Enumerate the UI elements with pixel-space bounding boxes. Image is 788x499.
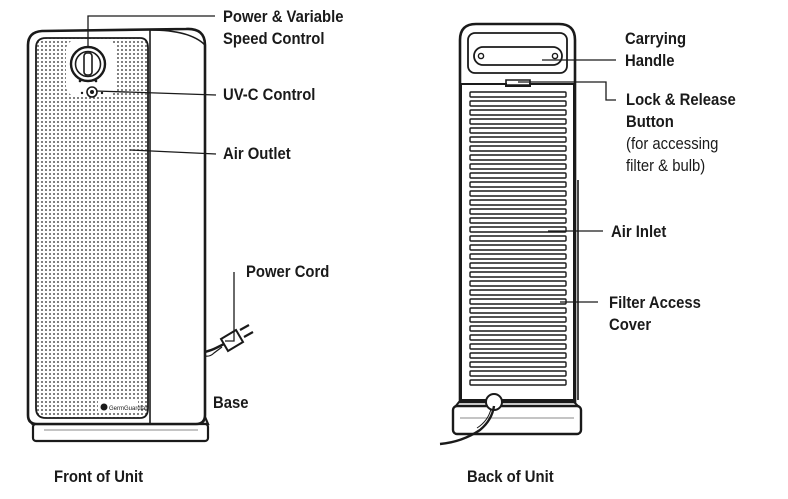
inlet-slot xyxy=(469,289,567,296)
filter-access-cover xyxy=(460,83,575,401)
inlet-slot xyxy=(469,172,567,179)
plug-icon xyxy=(219,324,254,353)
inlet-slot xyxy=(469,127,567,134)
inlet-slot xyxy=(469,316,567,323)
label-air-inlet: Air Inlet xyxy=(611,223,667,241)
inlet-slot xyxy=(469,271,567,278)
label-power-speed-line1: Power & Variable xyxy=(223,8,344,26)
inlet-slot xyxy=(469,280,567,287)
air-outlet-grille xyxy=(35,37,149,419)
logo-badge: GermGuardian xyxy=(98,401,149,413)
inlet-slot xyxy=(469,208,567,215)
label-lock-release-button: Lock & Release Button (for accessing fil… xyxy=(626,89,736,177)
inlet-slot xyxy=(469,226,567,233)
label-power-speed-control: Power & Variable Speed Control xyxy=(223,6,344,50)
inlet-slot xyxy=(469,325,567,332)
inlet-slot xyxy=(469,370,567,377)
inlet-slot xyxy=(469,100,567,107)
inlet-slot xyxy=(469,181,567,188)
logo-text: GermGuardian xyxy=(109,406,149,412)
carrying-handle xyxy=(467,32,568,74)
uvc-button xyxy=(80,86,104,98)
inlet-slot xyxy=(469,352,567,359)
air-inlet-slots xyxy=(469,91,567,386)
label-power-cord: Power Cord xyxy=(246,263,330,281)
inlet-slot xyxy=(469,244,567,251)
label-base: Base xyxy=(213,394,249,412)
label-lock-note-line1: (for accessing xyxy=(626,135,719,153)
inlet-slot xyxy=(469,199,567,206)
inlet-slot xyxy=(469,136,567,143)
inlet-slot xyxy=(469,190,567,197)
label-filter-access-cover: Filter Access Cover xyxy=(609,292,701,336)
leader-lines xyxy=(87,15,616,342)
inlet-slot xyxy=(469,262,567,269)
label-lock-line1: Lock & Release xyxy=(626,91,736,109)
inlet-slot xyxy=(469,307,567,314)
inlet-slot xyxy=(469,145,567,152)
inlet-slot xyxy=(469,343,567,350)
control-knob xyxy=(66,40,116,96)
caption-front-of-unit: Front of Unit xyxy=(54,468,144,486)
label-lock-line2: Button xyxy=(626,113,674,131)
front-unit: GermGuardian xyxy=(26,27,254,443)
back-base xyxy=(451,401,583,436)
label-handle-line2: Handle xyxy=(625,52,675,70)
inlet-slot xyxy=(469,298,567,305)
label-handle-line1: Carrying xyxy=(625,30,687,48)
inlet-slot xyxy=(469,379,567,386)
label-lock-note-line2: filter & bulb) xyxy=(626,157,706,175)
label-filter-line1: Filter Access xyxy=(609,294,701,312)
inlet-slot xyxy=(469,361,567,368)
label-uvc-control: UV-C Control xyxy=(223,86,316,104)
inlet-slot xyxy=(469,235,567,242)
inlet-slot xyxy=(469,91,567,98)
caption-back-of-unit: Back of Unit xyxy=(467,468,554,486)
label-filter-line2: Cover xyxy=(609,316,652,334)
label-power-speed-line2: Speed Control xyxy=(223,30,325,48)
inlet-slot xyxy=(469,118,567,125)
inlet-slot xyxy=(469,109,567,116)
inlet-slot xyxy=(469,154,567,161)
inlet-slot xyxy=(469,163,567,170)
inlet-slot xyxy=(469,217,567,224)
inlet-slot xyxy=(469,253,567,260)
label-carrying-handle: Carrying Handle xyxy=(625,28,686,72)
back-unit xyxy=(439,22,583,446)
label-air-outlet: Air Outlet xyxy=(223,145,291,163)
inlet-slot xyxy=(469,334,567,341)
rear-power-cord xyxy=(439,393,503,446)
